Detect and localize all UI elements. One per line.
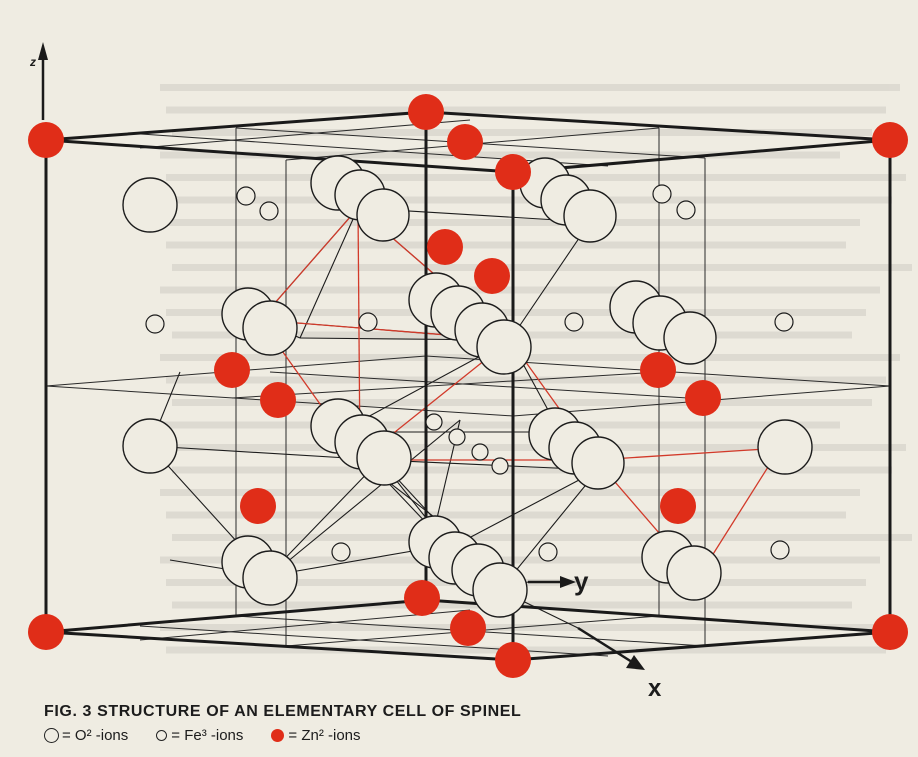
bleed-through-line [160, 84, 900, 91]
iron-ion [676, 200, 696, 220]
figure-legend: = O² -ions = Fe³ -ions = Zn² -ions [44, 727, 389, 744]
oxygen-ion [563, 189, 617, 243]
bond-line [299, 207, 359, 339]
small-open-circle-icon [156, 730, 168, 741]
zinc-ion [474, 258, 510, 294]
bleed-through-line [166, 106, 886, 114]
oxygen-ion [356, 430, 412, 486]
bleed-through-line [160, 354, 900, 361]
oxygen-ion [122, 418, 178, 474]
bond-line [269, 419, 461, 577]
bleed-through-line [172, 534, 912, 541]
legend-item-oxygen: = O² -ions [44, 727, 128, 744]
oxygen-ion [242, 550, 298, 606]
iron-ion [564, 312, 584, 332]
legend-label-zinc: = Zn² -ions [288, 727, 361, 744]
large-open-circle-icon [44, 728, 59, 743]
iron-ion [236, 186, 256, 206]
zinc-ion [447, 124, 483, 160]
zinc-ion [408, 94, 444, 130]
oxygen-ions [122, 155, 813, 618]
oxygen-ion [472, 562, 528, 618]
iron-ion [471, 443, 489, 461]
grid-line [139, 609, 471, 641]
figure-caption: FIG. 3 STRUCTURE OF AN ELEMENTARY CELL O… [44, 703, 522, 720]
zinc-ion [872, 122, 908, 158]
y-axis-label: y [574, 566, 589, 596]
grid-line [139, 625, 609, 657]
oxygen-ion [663, 311, 717, 365]
iron-ion [652, 184, 672, 204]
legend-label-oxygen: = O² -ions [62, 727, 129, 744]
iron-ion [331, 542, 351, 562]
bleed-through-line [160, 624, 900, 631]
bleed-through-line [160, 151, 840, 159]
grid-line [269, 371, 721, 401]
zinc-ion [427, 229, 463, 265]
bleed-through-line [172, 466, 892, 474]
x-axis-arrowhead-icon [626, 655, 645, 670]
oxygen-ion [757, 419, 813, 475]
zinc-ion [872, 614, 908, 650]
iron-ion [491, 457, 509, 475]
bleed-through-line [160, 286, 880, 294]
bleed-through-line [172, 264, 912, 271]
zinc-ion [28, 122, 64, 158]
oxygen-ion [666, 545, 722, 601]
grid-line [140, 133, 609, 167]
oxygen-ion [122, 177, 178, 233]
legend-label-iron: = Fe³ -ions [171, 727, 244, 744]
zinc-ion [495, 154, 531, 190]
bleed-through-line [166, 309, 866, 316]
zinc-ion [240, 488, 276, 524]
zinc-ion [495, 642, 531, 678]
bleed-through-line [160, 421, 840, 429]
bleed-through-line [172, 129, 872, 136]
zinc-ion [660, 488, 696, 524]
y-axis-arrowhead-icon [560, 576, 576, 588]
iron-ions [145, 184, 794, 562]
z-axis-arrowhead-icon [38, 42, 48, 60]
bond-line [449, 469, 599, 549]
zinc-ion [28, 614, 64, 650]
bleed-through-line [160, 219, 860, 226]
red-filled-circle-icon [271, 729, 285, 742]
bond-line [509, 221, 591, 341]
iron-ion [448, 428, 466, 446]
iron-ion [145, 314, 165, 334]
bleed-through-line [172, 399, 872, 406]
oxygen-ion [476, 319, 532, 375]
iron-ion [770, 540, 790, 560]
grid-line [231, 371, 661, 399]
zinc-ion [640, 352, 676, 388]
z-axis: z [29, 42, 48, 120]
iron-ion [259, 201, 279, 221]
zinc-ion [260, 382, 296, 418]
zinc-ions [28, 94, 908, 678]
bleed-through-line [160, 556, 880, 564]
bleed-through-line [160, 489, 860, 496]
bleed-through-line [166, 241, 846, 249]
iron-ion [358, 312, 378, 332]
zinc-ion [404, 580, 440, 616]
oxygen-ion [242, 300, 298, 356]
zinc-ion [685, 380, 721, 416]
red-bond-line [595, 447, 781, 461]
x-axis-label: x [648, 675, 662, 702]
legend-item-iron: = Fe³ -ions [156, 727, 243, 744]
iron-ion [538, 542, 558, 562]
zinc-ion [214, 352, 250, 388]
bleed-through-line [166, 511, 846, 519]
z-axis-label: z [29, 55, 36, 69]
zinc-ion [450, 610, 486, 646]
legend-item-zinc: = Zn² -ions [271, 727, 361, 744]
y-axis: y [528, 566, 589, 596]
x-axis: x [577, 626, 662, 702]
iron-ion [774, 312, 794, 332]
iron-ion [425, 413, 443, 431]
oxygen-ion [571, 436, 625, 490]
oxygen-ion [356, 188, 410, 242]
